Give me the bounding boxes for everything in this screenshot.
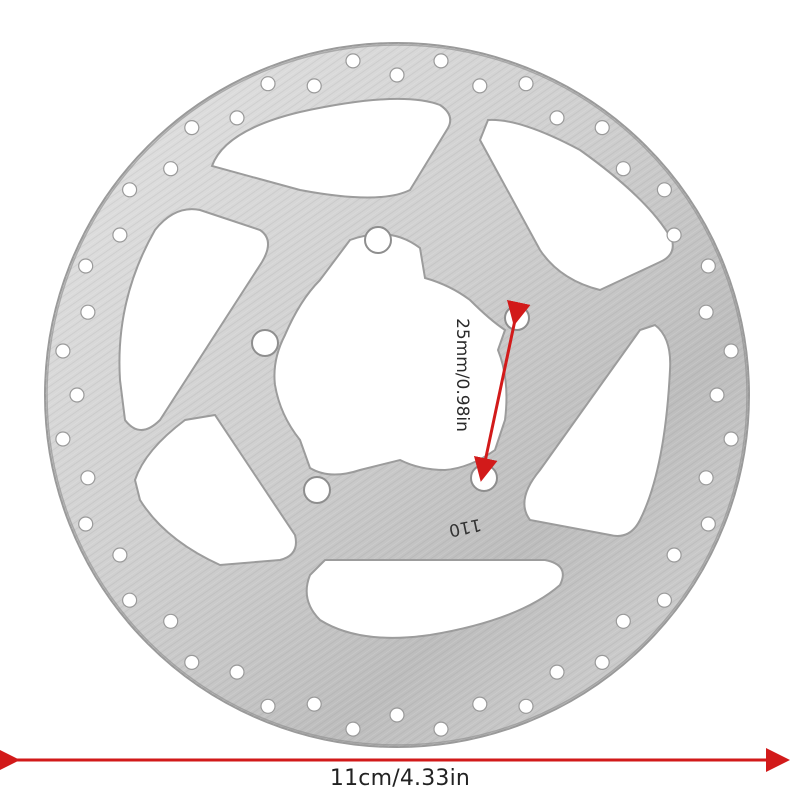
mount-hole [504, 305, 530, 331]
drilled-hole [260, 76, 276, 92]
drilled-hole [518, 698, 534, 714]
drilled-hole [666, 227, 682, 243]
mount-hole [251, 329, 279, 357]
drilled-hole [389, 707, 405, 723]
drilled-hole [656, 592, 673, 608]
drilled-hole [700, 258, 716, 274]
drilled-hole [78, 258, 94, 274]
drilled-hole [163, 613, 179, 629]
drilled-hole [184, 119, 200, 136]
hole-spacing-label: 25mm/0.98in [452, 318, 472, 432]
drilled-hole [518, 76, 534, 92]
cutout-left-upper [118, 208, 269, 431]
drilled-hole [163, 161, 179, 177]
hub-opening [273, 233, 508, 476]
drilled-hole [549, 110, 565, 126]
cutout-bottom [305, 559, 564, 639]
drilled-hole [229, 110, 245, 126]
drilled-hole [698, 470, 714, 486]
drilled-hole [306, 78, 322, 94]
drilled-hole [345, 53, 361, 69]
drilled-hole [122, 182, 138, 198]
brake-disc [44, 42, 750, 748]
drilled-hole [700, 516, 716, 532]
cutout-right-lower [523, 323, 672, 537]
drilled-hole [656, 182, 673, 198]
drilled-hole [122, 592, 138, 608]
drilled-hole [723, 343, 739, 359]
drilled-hole [55, 431, 71, 447]
drilled-hole [345, 721, 361, 737]
drilled-hole [472, 78, 488, 94]
vent-cutouts [118, 97, 674, 639]
mount-hole [364, 226, 392, 254]
drilled-hole [549, 664, 565, 680]
drilled-hole [80, 470, 96, 486]
drilled-hole [709, 387, 725, 403]
drilled-hole [594, 654, 610, 671]
drilled-hole [615, 161, 631, 177]
cutout-left-lower [133, 413, 297, 567]
drilled-hole [433, 721, 449, 737]
hole-spacing-arrow [473, 299, 531, 482]
drilled-hole [472, 696, 488, 712]
drilled-hole [698, 304, 714, 320]
diameter-label: 11cm/4.33in [329, 766, 471, 791]
drilled-hole [112, 547, 128, 563]
drilled-hole [80, 304, 96, 320]
perimeter-holes [55, 53, 739, 737]
drilled-hole [229, 664, 245, 680]
drilled-hole [389, 67, 405, 83]
cutout-top [210, 97, 452, 199]
drilled-hole [260, 698, 276, 714]
drilled-hole [184, 654, 200, 671]
drilled-hole [433, 53, 449, 69]
drilled-hole [55, 343, 71, 359]
drilled-hole [666, 547, 682, 563]
drilled-hole [306, 696, 322, 712]
drilled-hole [615, 613, 631, 629]
mount-hole [303, 476, 331, 504]
drilled-hole [723, 431, 739, 447]
drilled-hole [112, 227, 128, 243]
drilled-hole [69, 387, 85, 403]
drilled-hole [78, 516, 94, 532]
drilled-hole [594, 119, 610, 136]
